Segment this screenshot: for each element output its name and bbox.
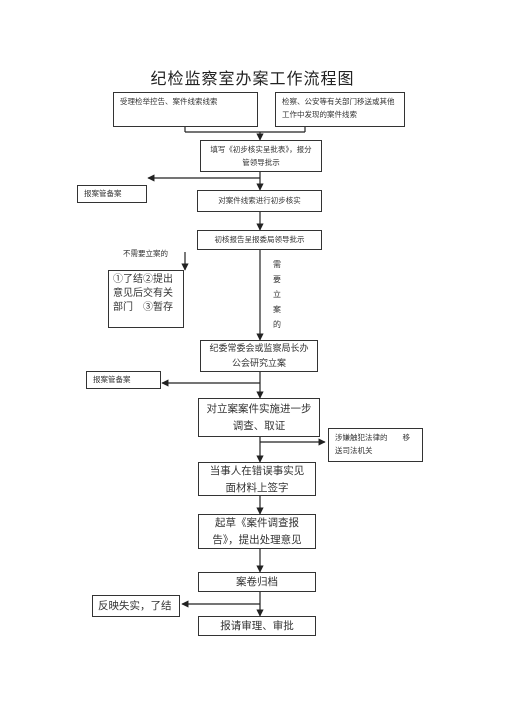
node-no-case-options: ①了结②提出意见后交有关部门 ③暂存 bbox=[108, 270, 184, 328]
need-case-char: 需 bbox=[273, 260, 281, 269]
node-review-approve: 报请审理、审批 bbox=[198, 616, 316, 636]
node-report-record-2: 报案管备案 bbox=[86, 371, 161, 389]
label-no-case: 不需要立案的 bbox=[123, 249, 168, 258]
node-report-committee: 初核报告呈报委局领导批示 bbox=[197, 230, 322, 250]
need-case-char: 的 bbox=[273, 320, 281, 329]
page-title: 纪检监察室办案工作流程图 bbox=[150, 69, 355, 88]
need-case-char: 案 bbox=[273, 305, 281, 314]
node-preliminary-verify: 对案件线索进行初步核实 bbox=[197, 190, 322, 212]
node-sign-materials: 当事人在错误事实见面材料上签字 bbox=[198, 462, 316, 496]
need-case-char: 立 bbox=[273, 290, 281, 299]
node-fill-form: 填写《初步核实呈批表》，报分管领导批示 bbox=[200, 140, 322, 172]
node-report-record-1: 报案管备案 bbox=[77, 185, 147, 203]
node-committee-meeting: 纪委常委会或监察局长办公会研究立案 bbox=[200, 340, 318, 372]
node-source-right: 检察、公安等有关部门移送或其他工作中发现的案件线索 bbox=[275, 92, 405, 127]
label-need-case: 需 要 立 案 的 bbox=[269, 257, 285, 332]
node-false-report: 反映失实，了结 bbox=[92, 595, 180, 617]
node-transfer-judicial: 涉嫌触犯法律的 移送司法机关 bbox=[328, 428, 423, 462]
need-case-char: 要 bbox=[273, 275, 281, 284]
node-archive: 案卷归档 bbox=[198, 572, 316, 592]
node-source-left: 受理检举控告、案件线索线索 bbox=[113, 92, 258, 127]
node-draft-report: 起草《案件调查报告》，提出处理意见 bbox=[198, 514, 316, 549]
node-investigate: 对立案案件实施进一步调查、取证 bbox=[198, 398, 320, 437]
